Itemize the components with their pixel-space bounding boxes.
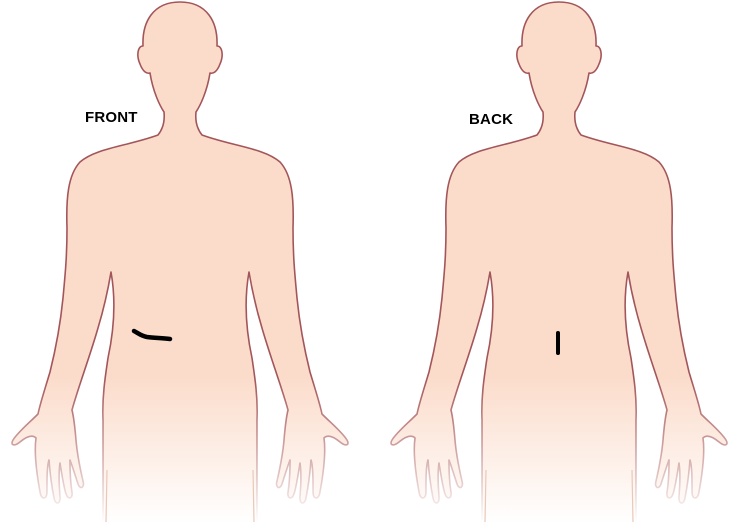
front-body-figure (12, 2, 348, 523)
back-view-label: BACK (469, 111, 513, 128)
back-body-figure (391, 2, 727, 523)
front-view-label: FRONT (85, 109, 138, 126)
